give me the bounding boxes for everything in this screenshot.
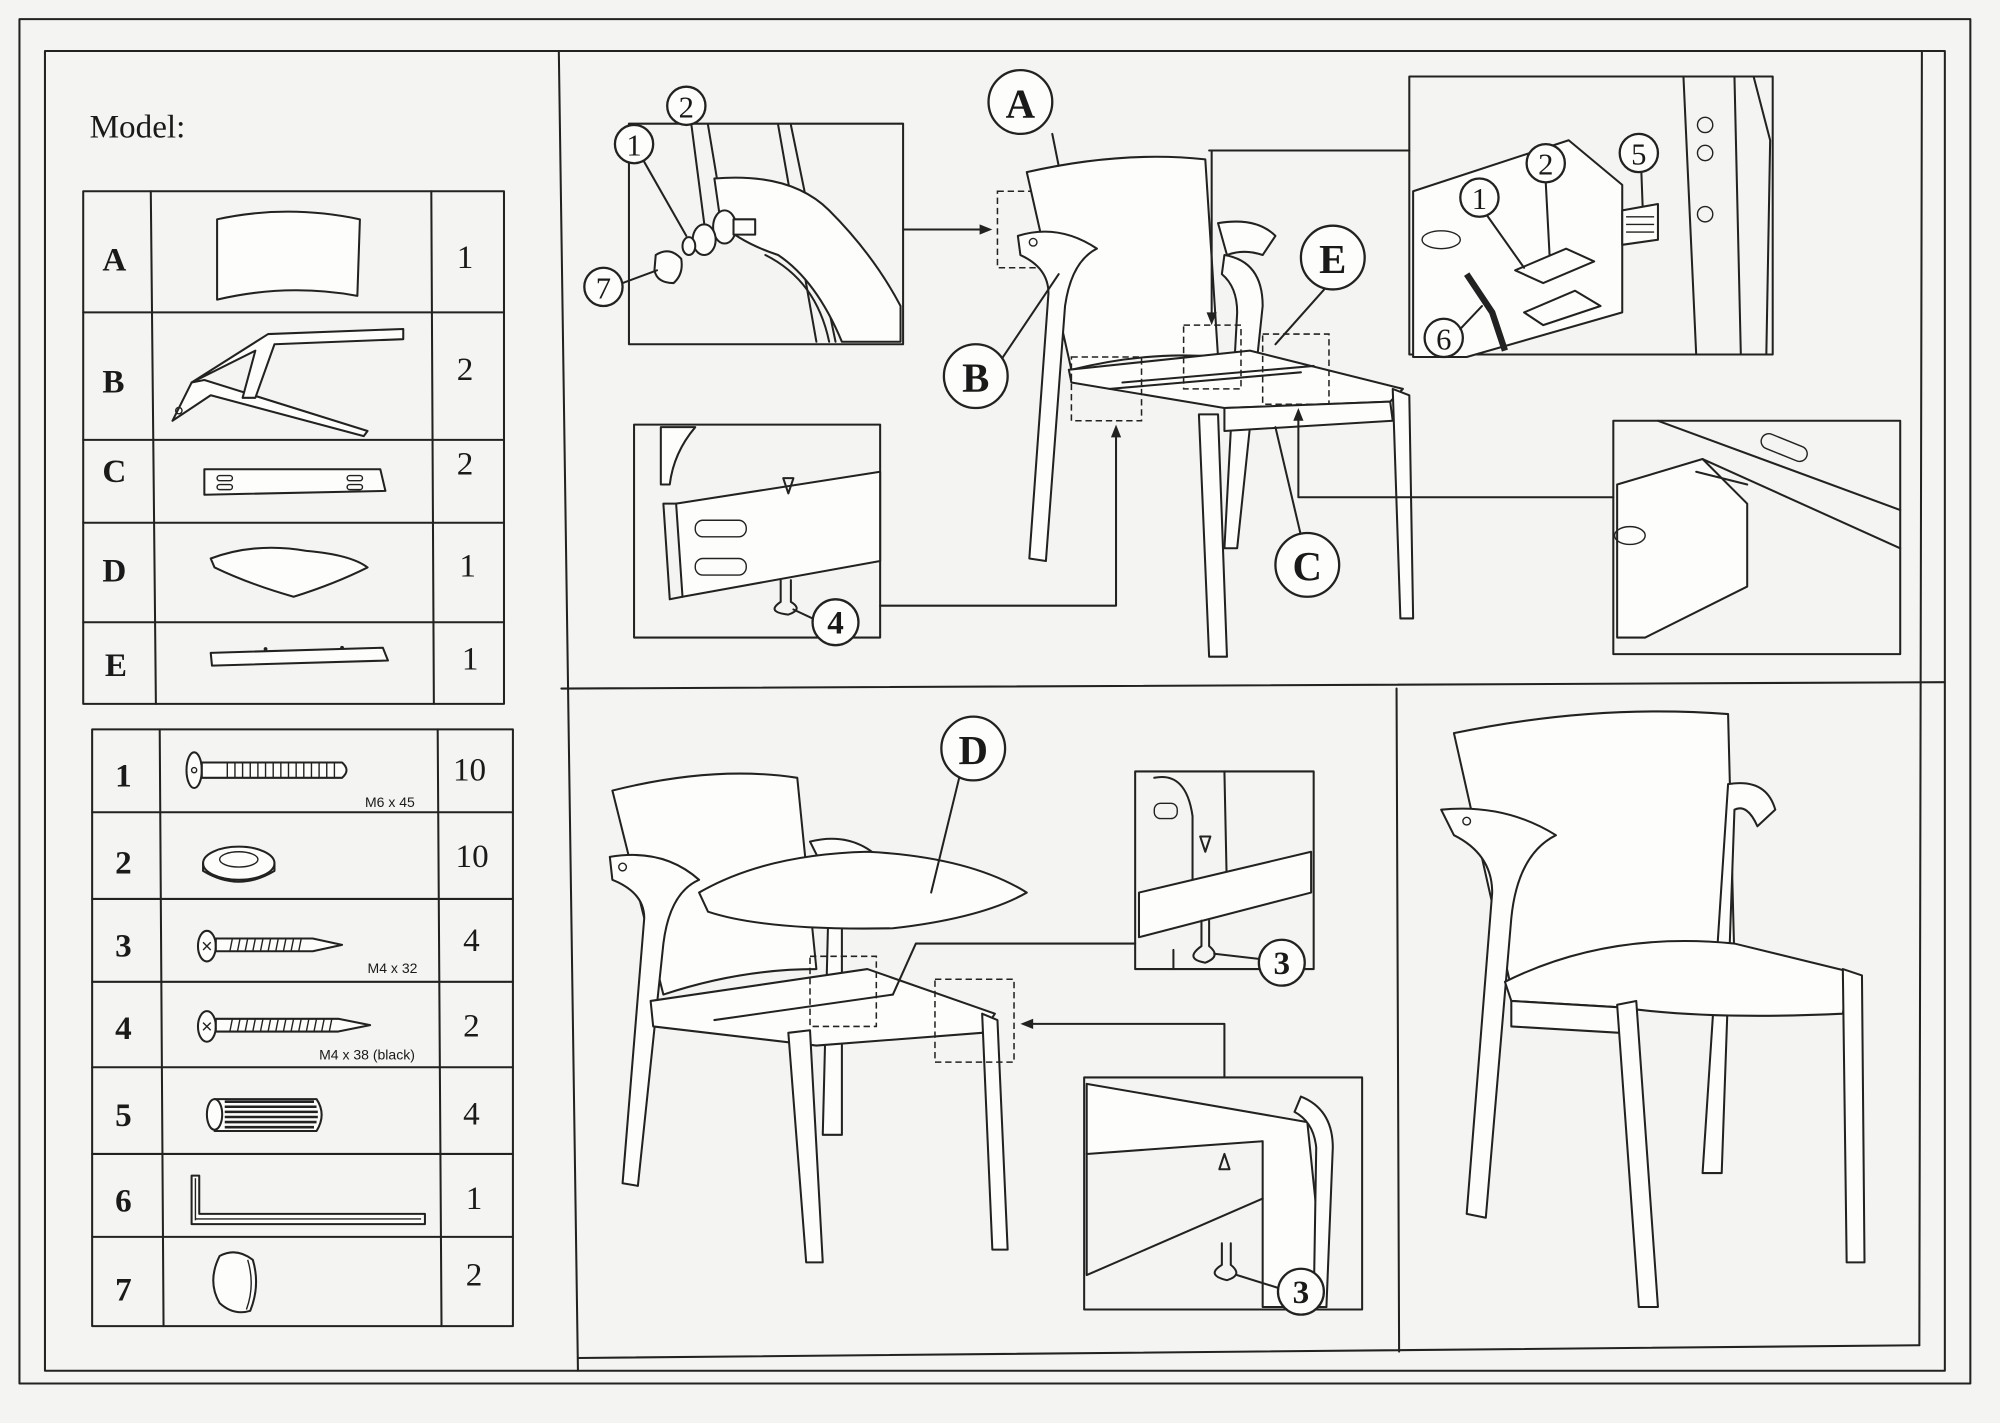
step1-detail-dowel-box	[1408, 75, 1774, 359]
svg-text:7: 7	[596, 271, 611, 305]
svg-text:D: D	[958, 728, 987, 773]
svg-text:6: 6	[1436, 322, 1451, 356]
hw-num-4: 4	[115, 1010, 132, 1047]
callout-crossbar-e: E	[1299, 224, 1366, 291]
allen-key-image	[190, 1174, 426, 1226]
hardware-table: 1 2 3 4 5 6 7 10 10 4 2 4 1 2 M6 x 45 M4…	[91, 728, 514, 1328]
hw-qty-1: 10	[453, 751, 486, 788]
callout-detail-bolt: 1	[1459, 177, 1500, 218]
part-qty-b: 2	[457, 351, 474, 388]
hw-spec-4: M4 x 38 (black)	[319, 1047, 415, 1063]
step1-detail-bolt-box	[627, 122, 905, 346]
part-qty-d: 1	[459, 547, 476, 584]
hw-spec-3: M4 x 32	[368, 960, 418, 976]
part-c-rail-image	[203, 468, 387, 496]
svg-text:E: E	[1319, 237, 1346, 282]
seat-cushion-d-drawing	[698, 850, 1028, 930]
screw-m4x38-black-image	[196, 1010, 372, 1043]
step2-chair-drawing	[608, 772, 1009, 1264]
callout-seat-d: D	[940, 715, 1007, 782]
part-b-side-frame-image	[171, 327, 405, 438]
callout-detail-washer: 2	[1525, 142, 1567, 184]
hw-num-1: 1	[115, 758, 132, 795]
callout-frame-b: B	[942, 343, 1009, 410]
model-label: Model:	[90, 109, 186, 146]
callout-screw-3-upper: 3	[1257, 938, 1306, 987]
hw-qty-4: 2	[463, 1008, 480, 1045]
hw-num-2: 2	[115, 844, 132, 881]
callout-screw-4: 4	[811, 598, 860, 647]
svg-text:3: 3	[1293, 1274, 1310, 1311]
bottom-divider	[1395, 687, 1401, 1353]
hw-qty-2: 10	[456, 838, 489, 875]
cap-cover-image	[212, 1251, 258, 1314]
callout-washer: 2	[666, 85, 707, 127]
hw-qty-7: 2	[466, 1256, 483, 1293]
callout-backrest-a: A	[987, 68, 1054, 136]
svg-text:A: A	[1006, 81, 1036, 126]
part-qty-c: 2	[457, 445, 474, 482]
callout-screw-3-lower: 3	[1276, 1267, 1326, 1316]
hw-spec-1: M6 x 45	[365, 794, 415, 810]
part-a-backrest-image	[216, 210, 361, 301]
left-panel-divider	[557, 49, 579, 1372]
step2-joint-marker-center	[809, 955, 878, 1028]
part-qty-a: 1	[457, 239, 474, 276]
callout-rail-c: C	[1274, 531, 1341, 598]
parts-table: A B C D E 1 2 2 1 1	[82, 190, 506, 705]
svg-text:3: 3	[1274, 945, 1291, 982]
svg-text:C: C	[1293, 544, 1322, 589]
hw-num-3: 3	[115, 927, 132, 964]
step1-joint-marker-right	[1261, 333, 1330, 405]
step2-detail-lower-screw-box	[1083, 1076, 1364, 1311]
step1-joint-marker-left	[1070, 356, 1143, 422]
part-letter-c: C	[102, 453, 126, 490]
wood-dowel-image	[205, 1098, 323, 1133]
svg-text:2: 2	[1538, 148, 1553, 182]
svg-text:4: 4	[827, 605, 844, 642]
hw-qty-3: 4	[463, 922, 480, 959]
part-letter-b: B	[102, 364, 124, 401]
svg-text:1: 1	[626, 129, 641, 163]
hw-num-7: 7	[115, 1272, 132, 1309]
svg-text:1: 1	[1472, 182, 1487, 216]
step1-detail-rail-screw-box	[633, 423, 882, 639]
step1-detail-corner-box	[1612, 419, 1902, 656]
part-qty-e: 1	[462, 640, 479, 677]
bolt-m6x45-image	[185, 751, 348, 790]
hw-num-5: 5	[115, 1097, 132, 1134]
svg-text:5: 5	[1631, 137, 1646, 171]
hw-num-6: 6	[115, 1182, 132, 1219]
callout-detail-dowel: 5	[1618, 132, 1660, 174]
part-e-crossbar-image	[209, 645, 389, 667]
part-letter-a: A	[102, 241, 126, 278]
callout-detail-allen-key: 6	[1423, 317, 1465, 359]
callout-cap: 7	[583, 266, 624, 308]
step-divider	[560, 681, 1946, 690]
hw-qty-6: 1	[466, 1180, 483, 1217]
step2-detail-upper-screw-box	[1134, 770, 1315, 971]
svg-text:2: 2	[679, 90, 694, 124]
part-d-seat-image	[209, 546, 369, 598]
hw-qty-5: 4	[463, 1096, 480, 1133]
lock-washer-image	[202, 845, 276, 883]
svg-text:B: B	[962, 355, 989, 400]
screw-m4x32-image	[196, 929, 344, 963]
part-letter-d: D	[102, 552, 126, 589]
inner-frame	[43, 49, 1946, 1372]
outer-frame	[18, 18, 1972, 1385]
step1-joint-marker-center	[1182, 324, 1242, 390]
assembled-chair-drawing	[1440, 710, 1866, 1308]
step1-chair-frame-drawing	[1016, 155, 1415, 658]
callout-bolt: 1	[613, 123, 655, 165]
part-letter-e: E	[105, 647, 127, 684]
